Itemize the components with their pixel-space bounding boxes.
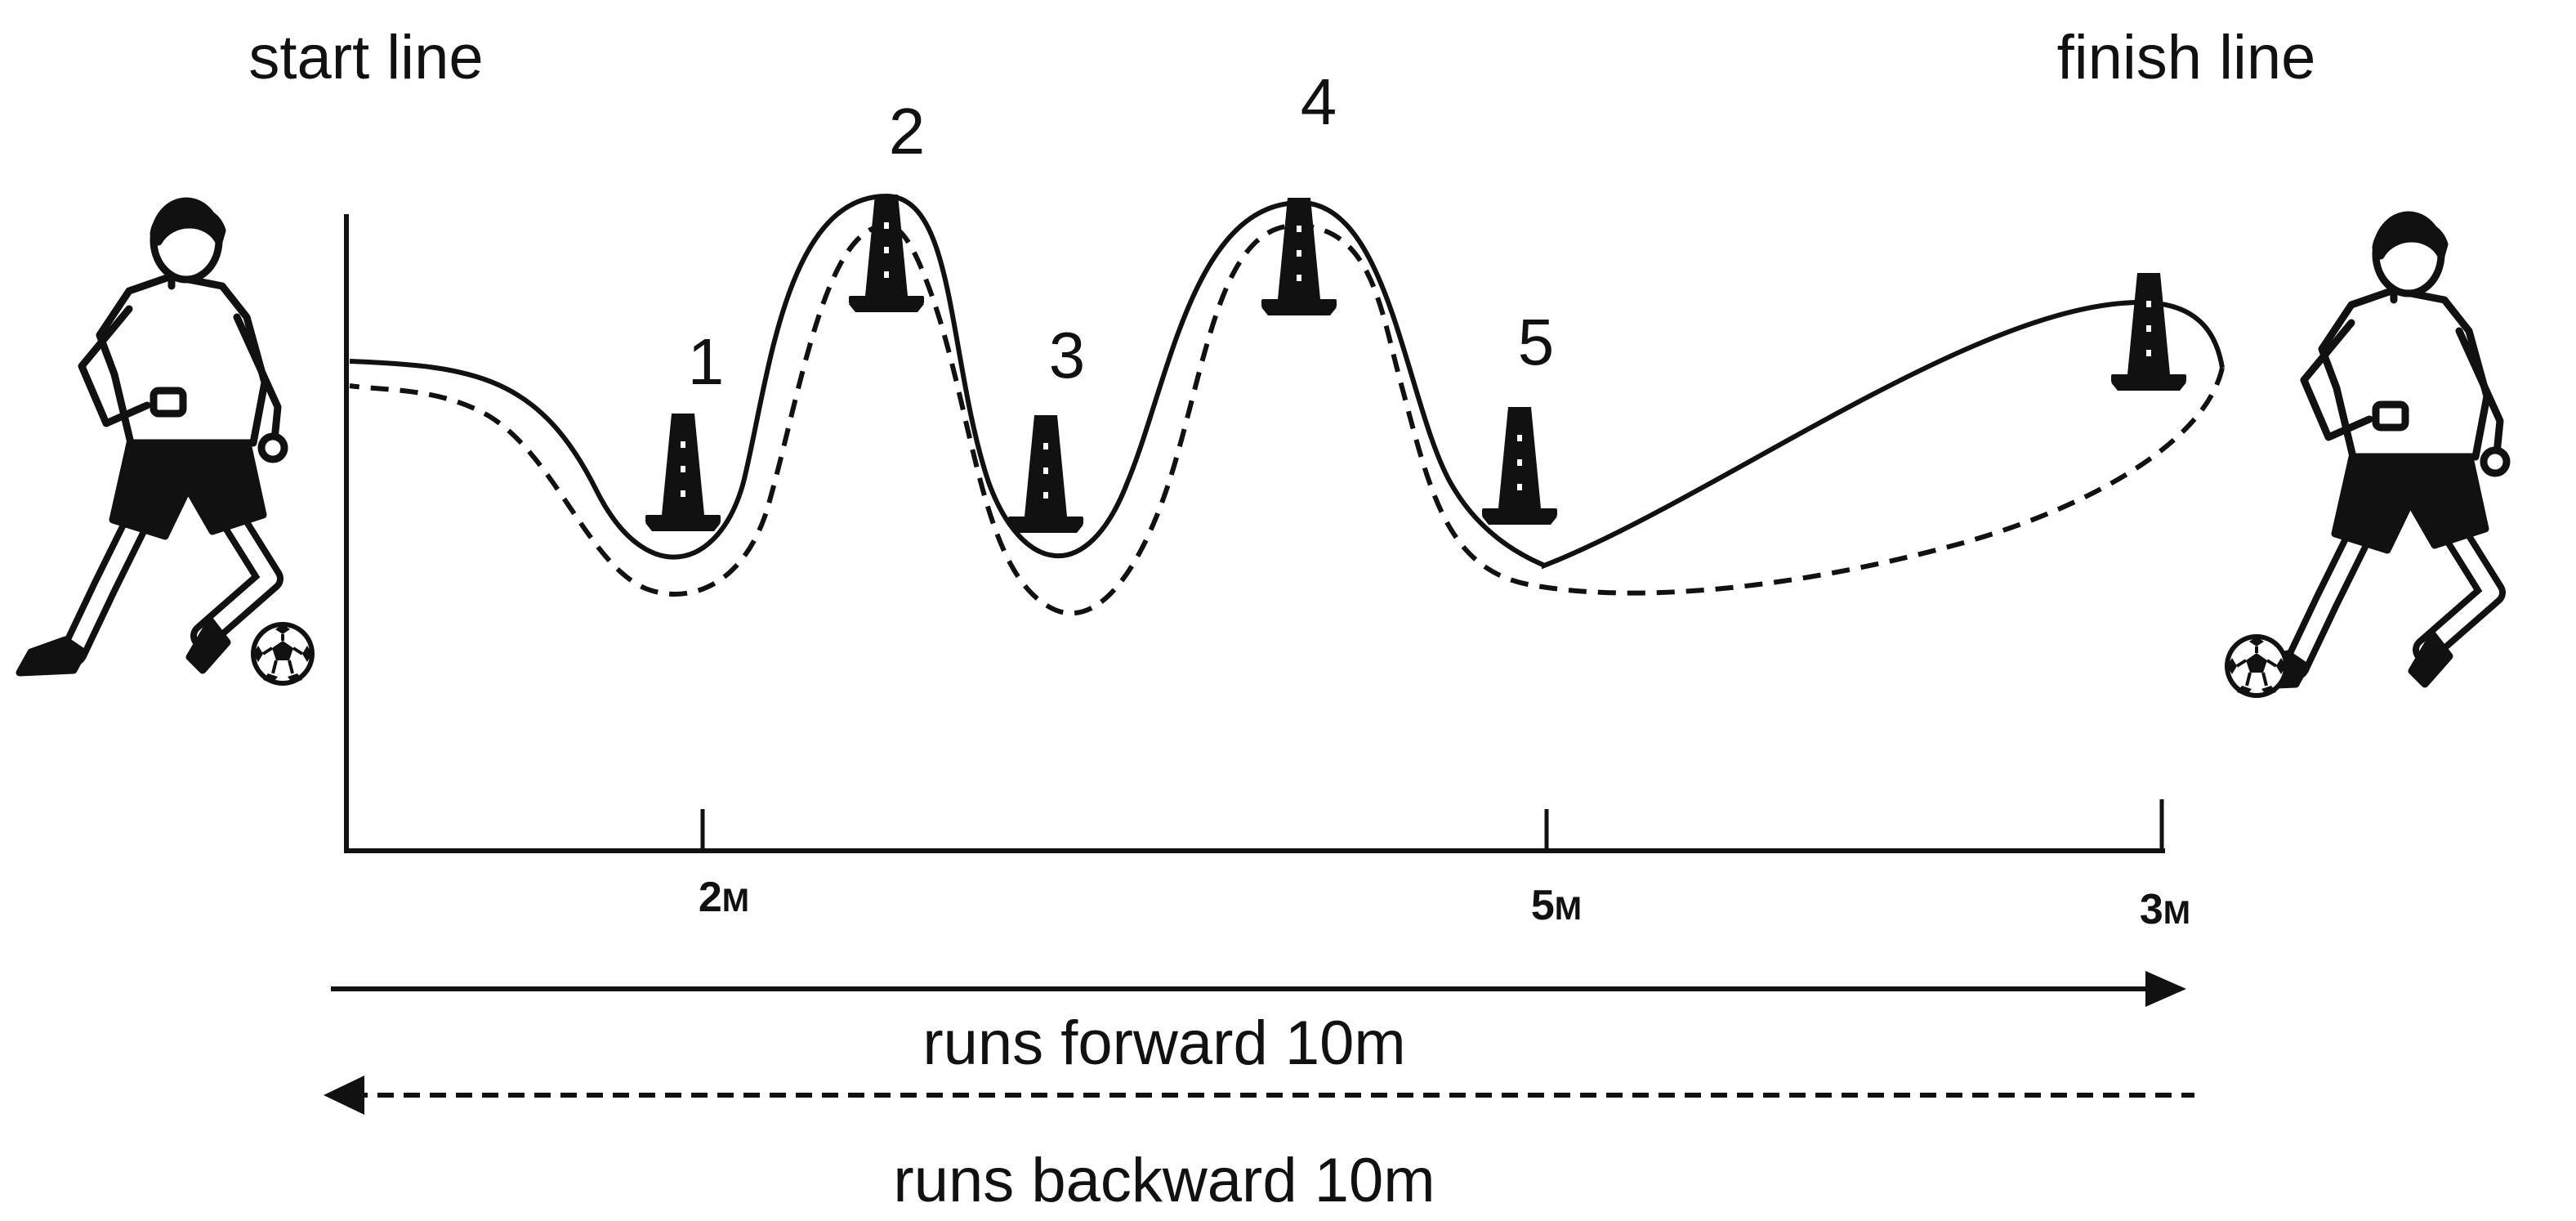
ball-left-icon xyxy=(253,624,312,683)
distance-value-3: 3 xyxy=(2140,886,2163,933)
player-left-icon xyxy=(20,201,284,673)
cone-4-icon xyxy=(1261,198,1337,315)
forward-label: runs forward 10m xyxy=(922,1009,1405,1078)
ball-right-icon xyxy=(2227,637,2286,695)
distance-label-3m: 3M xyxy=(2140,886,2190,933)
cone-2-number: 2 xyxy=(889,95,926,168)
forward-arrow xyxy=(331,971,2186,1007)
cone-5-number: 5 xyxy=(1518,306,1555,378)
cone-5-icon xyxy=(1482,407,1557,525)
backward-path xyxy=(349,222,2225,616)
backward-arrow xyxy=(324,1076,2194,1115)
cone-1-icon xyxy=(645,414,721,531)
distance-label-2m: 2M xyxy=(699,874,749,921)
cone-3-icon xyxy=(1008,415,1083,533)
backward-label: runs backward 10m xyxy=(893,1146,1435,1215)
forward-path xyxy=(349,193,2225,570)
distance-value-2: 2 xyxy=(699,874,722,921)
distance-unit-3: M xyxy=(2163,895,2190,931)
cone-4-number: 4 xyxy=(1301,65,1337,138)
cone-1-number: 1 xyxy=(688,325,725,398)
player-right-icon xyxy=(2242,215,2507,687)
distance-value-5: 5 xyxy=(1531,882,1555,929)
cone-3-number: 3 xyxy=(1049,319,1086,391)
finish-line-label: finish line xyxy=(2057,23,2316,92)
distance-unit-5: M xyxy=(1555,891,1582,927)
cone-6-icon xyxy=(2111,273,2186,391)
distance-unit-2: M xyxy=(722,883,749,919)
distance-label-5m: 5M xyxy=(1531,882,1582,929)
start-line-label: start line xyxy=(248,23,483,92)
